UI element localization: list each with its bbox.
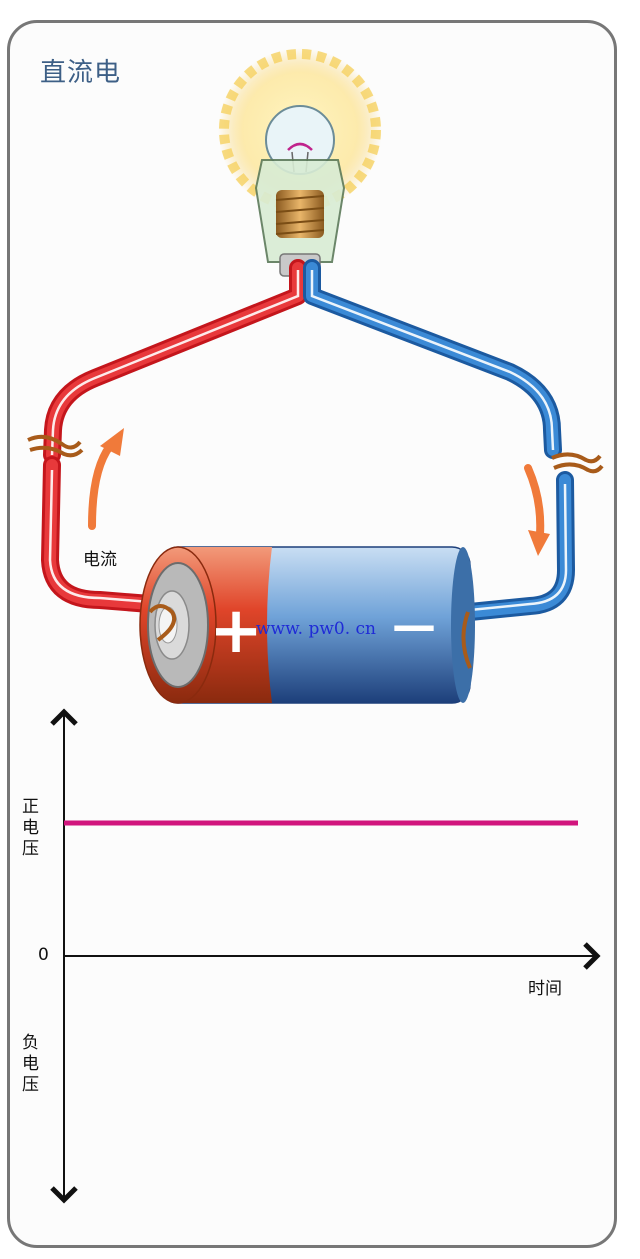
time-axis-label: 时间 xyxy=(528,979,562,999)
bulb-glow-rays xyxy=(219,49,381,211)
y-axis-up-arrow-icon xyxy=(50,708,78,726)
wire-twist-left xyxy=(27,434,84,458)
voltage-time-graph xyxy=(50,708,601,1204)
page-title: 直流电 xyxy=(40,58,122,88)
current-arrow-down-icon xyxy=(524,464,550,556)
wire-twist-right xyxy=(551,452,604,474)
y-axis-down-arrow-icon xyxy=(50,1186,78,1204)
current-label: 电流 xyxy=(83,550,117,570)
negative-wire xyxy=(303,259,576,621)
zero-label: 0 xyxy=(38,945,49,965)
battery-minus-sign: — xyxy=(392,600,436,651)
battery-icon: + — xyxy=(139,546,475,704)
positive-wire xyxy=(40,259,307,613)
negative-voltage-label: 负 电 压 xyxy=(22,1033,39,1095)
battery-plus-sign: + xyxy=(209,594,263,668)
watermark: www. pw0. cn xyxy=(256,619,376,639)
light-bulb-icon xyxy=(254,105,346,277)
x-axis-arrow-icon xyxy=(583,942,601,970)
current-arrow-up-icon xyxy=(88,428,124,530)
positive-voltage-label: 正 电 压 xyxy=(22,797,39,859)
